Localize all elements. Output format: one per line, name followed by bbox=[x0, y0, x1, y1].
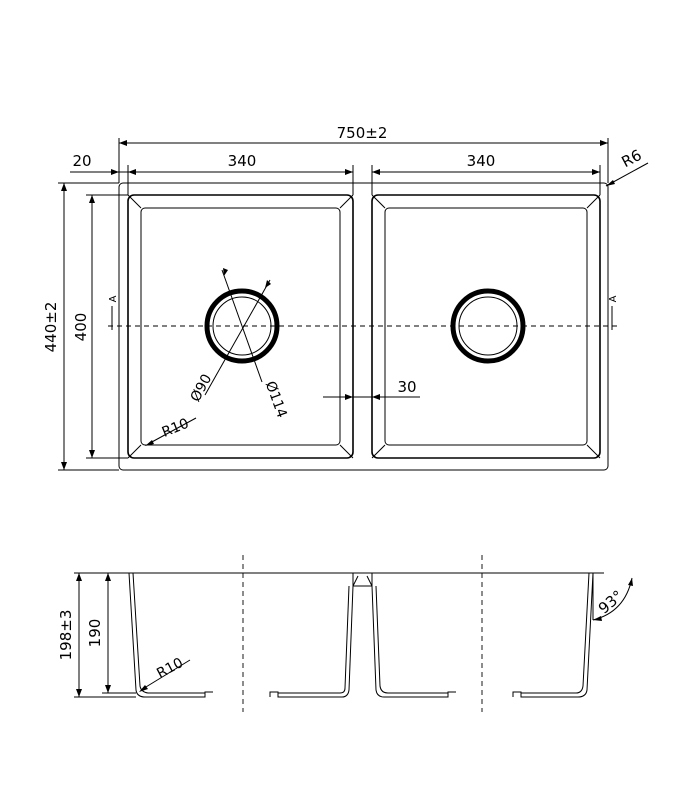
drain-inner-diameter-label: Ø90 bbox=[188, 372, 216, 405]
section-right-wall bbox=[512, 572, 594, 698]
dim-overall-height: 198±3 bbox=[57, 572, 136, 698]
drain-outer-diameter-label: Ø114 bbox=[262, 379, 290, 420]
dim-bowl-widths: 20 340 340 bbox=[70, 152, 601, 195]
right-bowl bbox=[371, 194, 601, 459]
divider-width-label: 30 bbox=[397, 378, 416, 396]
overall-height-label: 198±3 bbox=[57, 610, 75, 661]
wall-angle-label: 93° bbox=[595, 587, 627, 618]
dim-divider-width: 30 bbox=[323, 378, 420, 400]
overall-width-label: 750±2 bbox=[337, 124, 388, 142]
section-view: 93° R10 198±3 190 bbox=[57, 555, 633, 712]
section-mark-left: A bbox=[108, 295, 119, 302]
dim-bowl-depth: 400 bbox=[72, 194, 128, 459]
plan-view: A A 750±2 20 340 340 R6 bbox=[42, 124, 649, 471]
section-left-wall bbox=[128, 572, 213, 698]
dim-bowl-height: 190 bbox=[86, 573, 136, 694]
left-bowl-width-label: 340 bbox=[228, 152, 257, 170]
left-bowl bbox=[127, 194, 354, 459]
dim-bottom-radius: R10 bbox=[139, 655, 191, 692]
overall-depth-label: 440±2 bbox=[42, 302, 60, 353]
dim-bowl-radius: R10 bbox=[145, 416, 197, 446]
bottom-radius-label: R10 bbox=[154, 655, 186, 682]
bowl-radius-label: R10 bbox=[160, 416, 192, 441]
dim-wall-angle: 93° bbox=[592, 573, 633, 621]
dim-outer-radius: R6 bbox=[605, 146, 649, 187]
sink-outer-rim bbox=[118, 182, 609, 471]
bowl-height-label: 190 bbox=[86, 619, 104, 648]
section-divider bbox=[352, 573, 362, 587]
dim-overall-width: 750±2 bbox=[118, 124, 609, 183]
dim-overall-depth: 440±2 bbox=[42, 182, 119, 471]
edge-offset-label: 20 bbox=[72, 152, 91, 170]
bowl-depth-label: 400 bbox=[72, 313, 90, 342]
section-mark-right: A bbox=[608, 295, 619, 302]
right-bowl-width-label: 340 bbox=[467, 152, 496, 170]
